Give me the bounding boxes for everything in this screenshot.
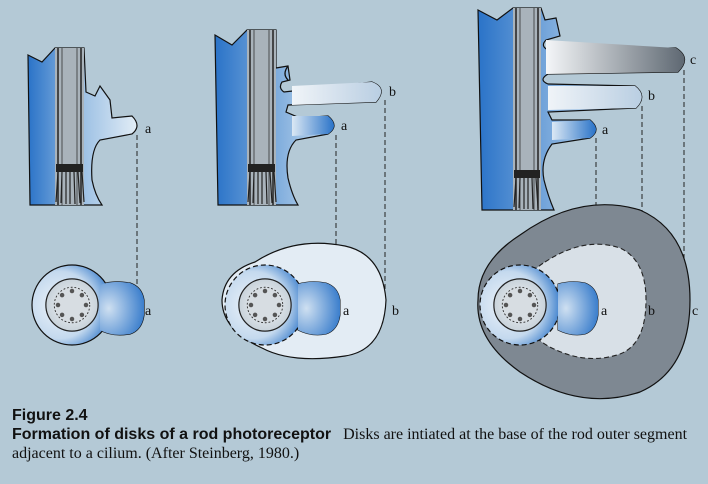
stage-3-face-label-a: a xyxy=(601,304,608,319)
stage-2-side-label-b: b xyxy=(389,85,396,100)
stage-3: a b c a b c xyxy=(477,7,698,400)
figure-number: Figure 2.4 xyxy=(12,407,88,424)
stage-2-side-view: a b xyxy=(214,29,396,206)
stage-3-side-label-a: a xyxy=(602,123,609,138)
disk-formation-diagram: a a xyxy=(27,7,698,400)
stage-3-face-view: a b c xyxy=(477,204,698,400)
stage-1-side-label-a: a xyxy=(145,122,152,137)
stage-3-face-label-c: c xyxy=(692,304,698,319)
stage-2-face-label-b: b xyxy=(392,304,399,319)
caption-text: Disks are intiated at the base of the ro… xyxy=(12,426,688,462)
stage-2: a b a b xyxy=(214,29,399,360)
stage-2-face-view: a b xyxy=(221,242,399,360)
stage-3-side-label-b: b xyxy=(648,89,655,104)
stage-1-face-label-a: a xyxy=(145,304,152,319)
figure-title: Formation of disks of a rod photorecepto… xyxy=(12,426,332,443)
stage-3-side-view: a b c xyxy=(477,7,696,211)
stage-3-side-label-c: c xyxy=(690,53,696,68)
figure-caption: Figure 2.4 Formation of disks of a rod p… xyxy=(12,406,704,463)
stage-1-face-view: a xyxy=(31,264,152,346)
stage-1: a a xyxy=(27,47,152,346)
caption-line: Formation of disks of a rod photorecepto… xyxy=(12,425,704,463)
stage-2-side-label-a: a xyxy=(341,119,348,134)
stage-3-face-label-b: b xyxy=(648,304,655,319)
stage-1-side-view: a xyxy=(27,47,152,206)
stage-2-face-label-a: a xyxy=(343,304,350,319)
